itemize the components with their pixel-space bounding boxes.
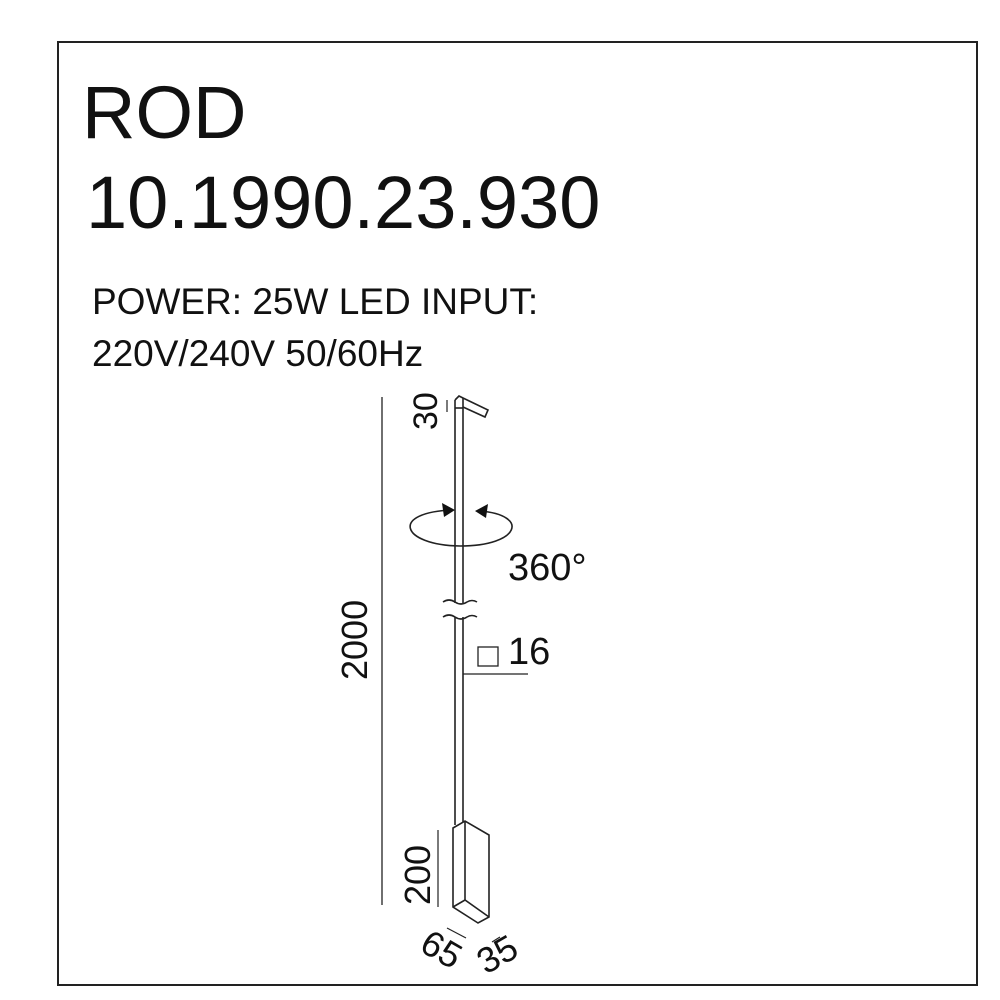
spec-line-2: 220V/240V 50/60Hz (92, 333, 423, 374)
dim-head-width: 65 (414, 921, 469, 977)
dim-top: 30 (407, 392, 445, 430)
dim-head-depth: 35 (470, 926, 525, 982)
dim-total-height: 2000 (334, 600, 375, 680)
frame (57, 41, 978, 986)
dim-head-height: 200 (397, 845, 438, 905)
dim-rotation: 360° (508, 547, 587, 589)
dim-section: 16 (508, 631, 550, 673)
rod-lamp (381, 395, 528, 943)
spec-line-1: POWER: 25W LED INPUT: (92, 281, 538, 322)
product-title: ROD (82, 71, 246, 154)
rotation-arrows-icon (442, 503, 488, 518)
product-code: 10.1990.23.930 (86, 161, 600, 244)
